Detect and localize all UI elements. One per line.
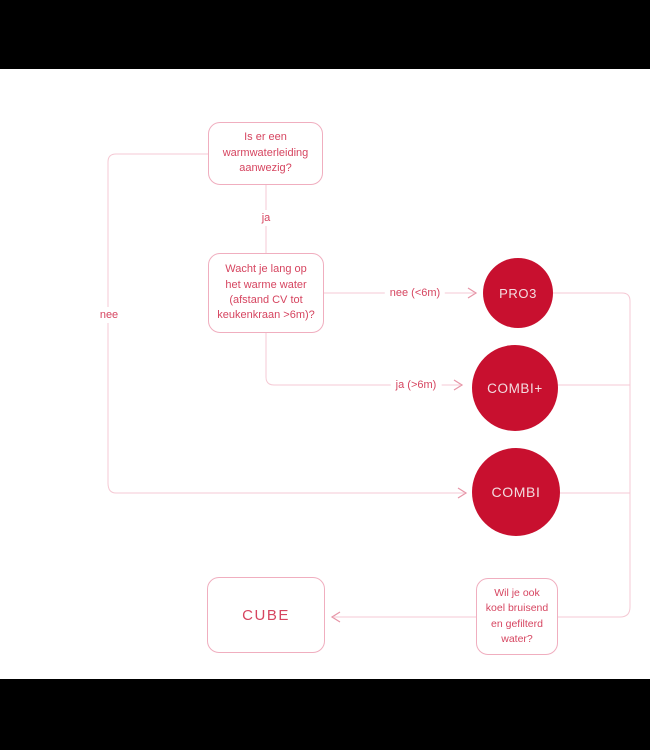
question-text-koelwater: Wil je ook koel bruisend en gefilterd wa… bbox=[485, 587, 549, 645]
arrowhead-pro3 bbox=[467, 287, 478, 299]
letterbox-bottom bbox=[0, 679, 650, 750]
question-text-warmwater: Is er een warmwaterleiding aanwezig? bbox=[222, 131, 309, 175]
product-node-combi: COMBI bbox=[472, 448, 560, 536]
product-label-combiplus: COMBI+ bbox=[487, 380, 543, 396]
edge-label-nee: nee bbox=[94, 307, 124, 323]
arrowhead-combiplus bbox=[453, 379, 464, 391]
question-box-koelwater: Wil je ook koel bruisend en gefilterd wa… bbox=[476, 578, 558, 655]
product-label-combi: COMBI bbox=[491, 484, 541, 500]
arrowhead-cube bbox=[330, 611, 341, 623]
question-text-wachttijd: Wacht je lang op het warme water (afstan… bbox=[217, 263, 315, 322]
product-box-cube: CUBE bbox=[207, 577, 325, 653]
question-box-warmwater: Is er een warmwaterleiding aanwezig? bbox=[208, 122, 323, 185]
question-box-wachttijd: Wacht je lang op het warme water (afstan… bbox=[208, 253, 324, 333]
edge-pro3-to-q3-collector bbox=[553, 292, 631, 618]
product-label-cube: CUBE bbox=[242, 606, 290, 624]
edge-q2-to-combiplus bbox=[265, 333, 460, 386]
edge-label-nee-6m: nee (<6m) bbox=[384, 285, 446, 301]
edge-label-ja: ja bbox=[256, 210, 276, 226]
letterbox-top bbox=[0, 0, 650, 69]
product-label-pro3: PRO3 bbox=[499, 285, 537, 301]
product-node-combiplus: COMBI+ bbox=[472, 345, 558, 431]
arrowhead-combi bbox=[457, 487, 468, 499]
product-node-pro3: PRO3 bbox=[483, 258, 553, 328]
edge-label-ja-6m: ja (>6m) bbox=[390, 377, 442, 393]
